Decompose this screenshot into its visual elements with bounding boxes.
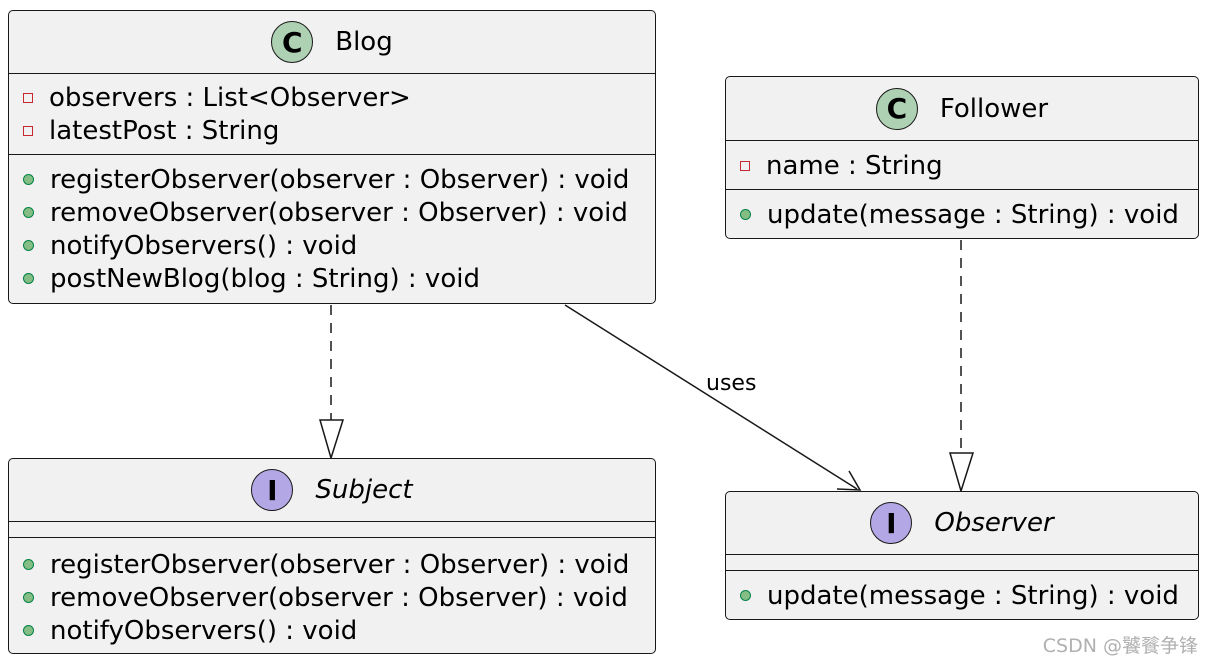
uses-label: uses (706, 371, 756, 396)
method-text: notifyObservers() : void (50, 615, 358, 646)
blog-implements-subject-arrowhead (319, 419, 345, 461)
observer-methods: update(message : String) : void (726, 571, 1198, 612)
public-icon (23, 174, 34, 185)
private-icon (23, 125, 33, 136)
public-icon (740, 590, 751, 601)
follower-header: C Follower (726, 77, 1198, 140)
method-text: removeObserver(observer : Observer) : vo… (50, 197, 628, 228)
method-text: update(message : String) : void (767, 580, 1179, 611)
divider (9, 537, 655, 538)
class-badge-icon: C (271, 21, 314, 63)
public-icon (23, 625, 34, 636)
divider (726, 140, 1198, 141)
divider (726, 570, 1198, 571)
empty-fields-compartment (726, 555, 1198, 570)
subject-interface-name: Subject (315, 475, 413, 505)
follower-methods: update(message : String) : void (726, 190, 1198, 231)
public-icon (23, 273, 34, 284)
observer-interface[interactable]: I Observer update(message : String) : vo… (725, 491, 1199, 620)
method-row: update(message : String) : void (740, 198, 1198, 231)
follower-class[interactable]: C Follower name : String update(message … (725, 76, 1199, 239)
public-icon (23, 240, 34, 251)
blog-uses-observer-arrowhead (836, 470, 862, 491)
method-row: registerObserver(observer : Observer) : … (23, 548, 655, 581)
blog-class-name: Blog (335, 27, 393, 57)
blog-methods: registerObserver(observer : Observer) : … (9, 155, 655, 295)
method-row: update(message : String) : void (740, 579, 1198, 612)
divider (726, 554, 1198, 555)
blog-header: C Blog (9, 11, 655, 73)
method-text: registerObserver(observer : Observer) : … (50, 164, 630, 195)
private-icon (740, 160, 750, 171)
field-text: name : String (766, 150, 943, 181)
follower-class-name: Follower (939, 93, 1049, 124)
follower-implements-observer-arrowhead (949, 452, 975, 494)
field-text: observers : List<Observer> (49, 82, 411, 113)
empty-fields-compartment (9, 522, 655, 537)
divider (9, 521, 655, 522)
method-row: notifyObservers() : void (23, 614, 655, 647)
field-row: latestPost : String (23, 114, 655, 147)
subject-interface[interactable]: I Subject registerObserver(observer : Ob… (8, 458, 656, 654)
divider (726, 189, 1198, 190)
divider (9, 73, 655, 74)
private-icon (23, 92, 33, 103)
field-text: latestPost : String (49, 115, 280, 146)
divider (9, 154, 655, 155)
method-text: registerObserver(observer : Observer) : … (50, 549, 630, 580)
public-icon (23, 592, 34, 603)
field-row: observers : List<Observer> (23, 81, 655, 114)
observer-header: I Observer (726, 492, 1198, 554)
method-row: notifyObservers() : void (23, 229, 655, 262)
public-icon (740, 209, 751, 220)
method-row: removeObserver(observer : Observer) : vo… (23, 196, 655, 229)
watermark: CSDN @饕餮争锋 (1042, 635, 1198, 657)
subject-methods: registerObserver(observer : Observer) : … (9, 538, 655, 647)
method-text: update(message : String) : void (767, 199, 1179, 230)
blog-fields: observers : List<Observer> latestPost : … (9, 74, 655, 154)
blog-uses-observer-line (564, 304, 858, 490)
subject-header: I Subject (9, 459, 655, 521)
method-text: notifyObservers() : void (50, 230, 358, 261)
method-text: postNewBlog(blog : String) : void (50, 263, 480, 294)
method-row: removeObserver(observer : Observer) : vo… (23, 581, 655, 614)
public-icon (23, 559, 34, 570)
method-row: registerObserver(observer : Observer) : … (23, 163, 655, 196)
method-text: removeObserver(observer : Observer) : vo… (50, 582, 628, 613)
interface-badge-icon: I (251, 469, 294, 511)
blog-class[interactable]: C Blog observers : List<Observer> latest… (8, 10, 656, 304)
class-badge-icon: C (875, 87, 918, 130)
public-icon (23, 207, 34, 218)
method-row: postNewBlog(blog : String) : void (23, 262, 655, 295)
field-row: name : String (740, 149, 1198, 182)
follower-fields: name : String (726, 141, 1198, 189)
observer-interface-name: Observer (934, 508, 1054, 538)
interface-badge-icon: I (870, 502, 913, 544)
